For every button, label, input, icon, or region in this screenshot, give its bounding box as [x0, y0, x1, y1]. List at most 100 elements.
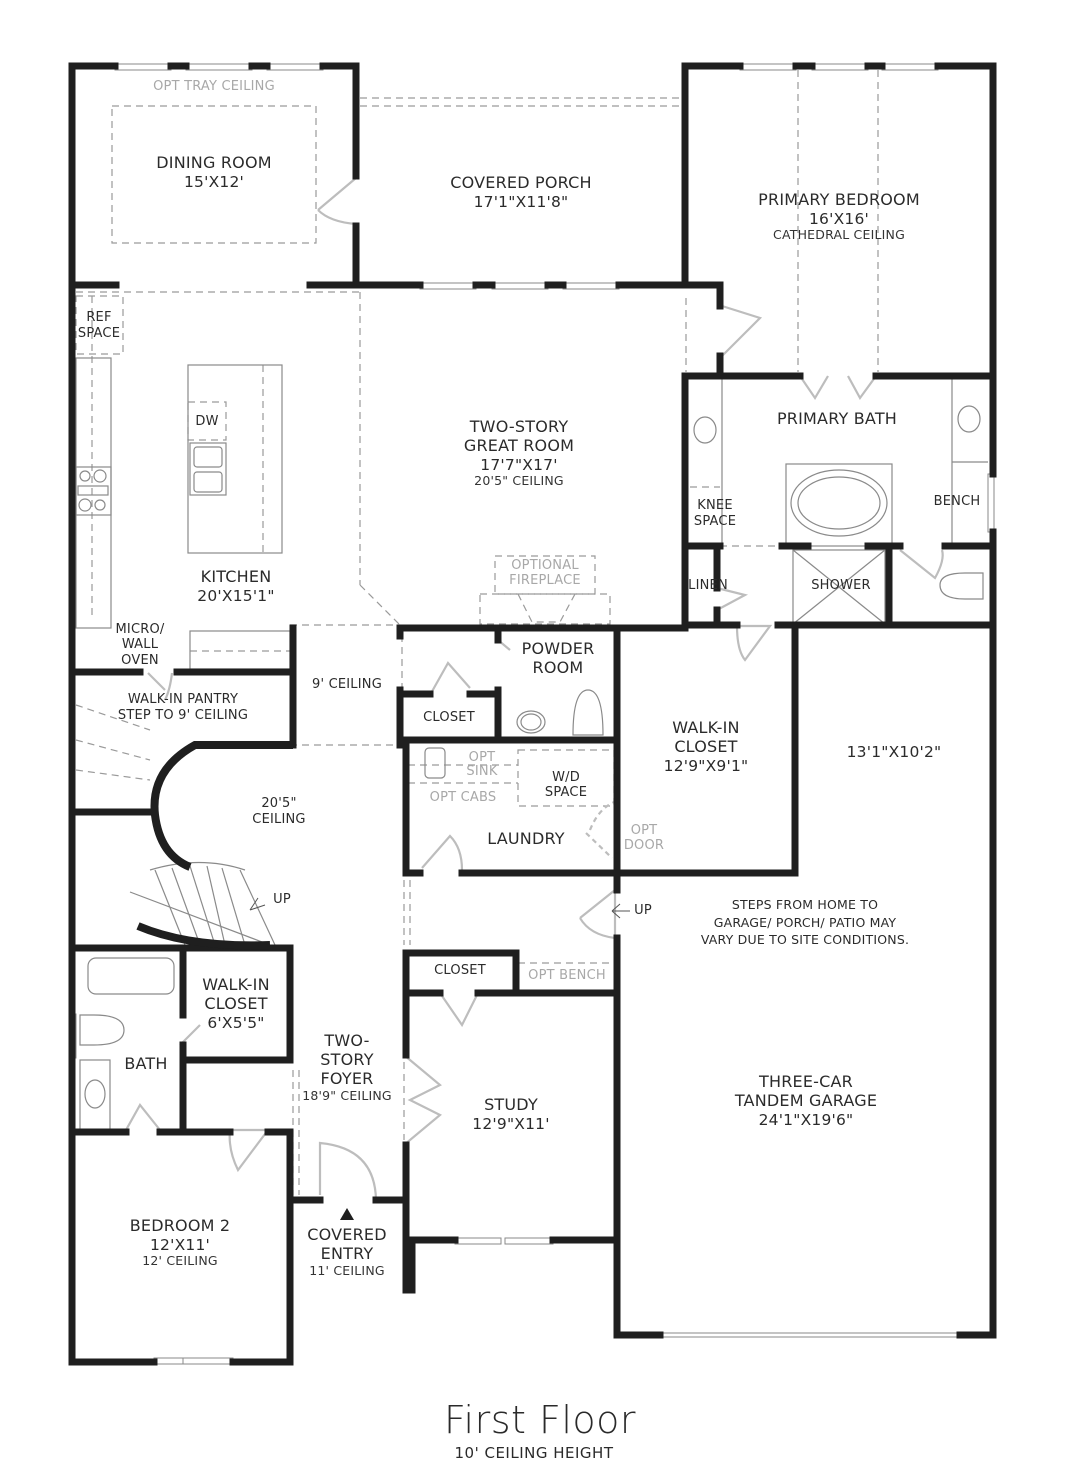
walkin-small-line2: CLOSET	[204, 993, 268, 1013]
room-garage: THREE-CAR TANDEM GARAGE 24'1"X19'6"	[734, 1072, 878, 1129]
opt-bench-label: OPT BENCH	[528, 968, 606, 983]
closet-powder-label: CLOSET	[423, 710, 475, 725]
room-ceiling: 11' CEILING	[309, 1262, 385, 1278]
knee-space-label: KNEE SPACE	[694, 498, 736, 529]
garage-line2: TANDEM GARAGE	[734, 1090, 878, 1110]
stair-up-label: UP	[273, 892, 291, 907]
opt-door-line1: OPT	[630, 823, 658, 838]
walkin-small-line1: WALK-IN	[202, 975, 270, 994]
dashed-lines	[75, 70, 879, 1195]
plan-title: First Floor	[443, 1398, 637, 1442]
ref-space-label: REF SPACE	[78, 310, 120, 341]
closet-hall-label: CLOSET	[434, 963, 486, 978]
walk-in-pantry-label: WALK-IN PANTRY STEP TO 9' CEILING	[118, 692, 248, 723]
dishwasher-label: DW	[195, 414, 219, 429]
room-ceiling: 12' CEILING	[142, 1253, 218, 1269]
room-powder: POWDER ROOM	[521, 639, 595, 678]
wd-line1: W/D	[552, 770, 580, 785]
fireplace-line1: OPTIONAL	[511, 558, 579, 573]
micro-wall-oven-label: MICRO/ WALL OVEN	[116, 622, 165, 668]
room-ceiling: 18'9" CEILING	[302, 1087, 392, 1103]
foyer-line2: STORY	[320, 1049, 374, 1069]
opt-door-line2: DOOR	[623, 837, 665, 853]
walkin-line2: CLOSET	[674, 736, 738, 756]
nine-ceiling-label: 9' CEILING	[312, 677, 382, 692]
bench-label: BENCH	[933, 494, 981, 509]
foyer-line3: FOYER	[320, 1068, 374, 1088]
room-dining: DINING ROOM 15'X12'	[156, 153, 272, 191]
fireplace-line2: FIREPLACE	[509, 572, 581, 588]
room-name: KITCHEN	[200, 567, 272, 586]
garage-line1: THREE-CAR	[759, 1072, 853, 1091]
room-great-room: TWO-STORY GREAT ROOM 17'7"X17' 20'5" CEI…	[463, 417, 575, 489]
room-size: 12'X11'	[150, 1235, 210, 1254]
room-study: STUDY 12'9"X11'	[472, 1095, 550, 1133]
opt-sink-label: OPT SINK	[466, 750, 498, 780]
note-line2: GARAGE/ PORCH/ PATIO MAY	[713, 914, 897, 930]
room-name-2: GREAT ROOM	[463, 435, 575, 455]
room-size: 17'7"X17'	[480, 455, 558, 474]
pantry-line2: STEP TO 9' CEILING	[117, 707, 249, 723]
entry-arrow-icon	[340, 1208, 354, 1220]
room-size: 20'X15'1"	[197, 586, 275, 605]
opt-cabs-label: OPT CABS	[429, 790, 497, 805]
knee-line1: KNEE	[697, 498, 733, 513]
stair-wall	[136, 741, 293, 950]
room-laundry: LAUNDRY	[487, 829, 565, 848]
room-name: DINING ROOM	[156, 153, 272, 172]
room-primary-bedroom: PRIMARY BEDROOM 16'X16' CATHEDRAL CEILIN…	[758, 190, 920, 243]
room-primary-bath: PRIMARY BATH	[776, 409, 898, 428]
room-kitchen: KITCHEN 20'X15'1"	[197, 567, 275, 605]
room-covered-entry: COVERED ENTRY 11' CEILING	[307, 1225, 387, 1279]
room-foyer: TWO- STORY FOYER 18'9" CEILING	[302, 1031, 392, 1103]
plan-subtitle: 10' CEILING HEIGHT	[454, 1444, 614, 1462]
garage-front-size: 13'1"X10'2"	[846, 743, 942, 761]
powder-line2: ROOM	[532, 657, 584, 677]
wd-line2: SPACE	[544, 784, 588, 800]
room-bath: BATH	[124, 1054, 168, 1073]
room-name: PRIMARY BEDROOM	[758, 190, 920, 209]
room-size: 16'X16'	[808, 209, 869, 228]
up-arrows	[249, 897, 630, 919]
micro-line1: MICRO/	[115, 622, 165, 637]
room-walk-in-closet-small: WALK-IN CLOSET 6'X5'5"	[202, 975, 270, 1032]
room-size: 17'1"X11'8"	[473, 192, 569, 211]
pantry-line1: WALK-IN PANTRY	[127, 692, 239, 707]
wd-space-label: W/D SPACE	[544, 770, 588, 801]
room-ceiling: 20'5" CEILING	[474, 473, 564, 489]
micro-line3: OVEN	[121, 652, 159, 668]
ref-line2: SPACE	[77, 325, 121, 341]
opt-sink-line1: OPT	[468, 750, 496, 765]
walkin-line1: WALK-IN	[672, 718, 740, 737]
garage-up-label: UP	[634, 903, 652, 918]
room-ceiling: CATHEDRAL CEILING	[773, 227, 905, 243]
opt-sink-line2: SINK	[466, 764, 498, 780]
room-name: COVERED PORCH	[450, 173, 592, 192]
dining-tray-note: OPT TRAY CEILING	[153, 79, 275, 94]
knee-line2: SPACE	[693, 513, 737, 529]
room-name-1: TWO-STORY	[469, 417, 569, 436]
room-size: 12'9"X9'1"	[663, 756, 749, 775]
optional-fireplace-label: OPTIONAL FIREPLACE	[509, 558, 581, 589]
ref-line1: REF	[86, 310, 112, 325]
room-size: 24'1"X19'6"	[758, 1110, 854, 1129]
garage-steps-note: STEPS FROM HOME TO GARAGE/ PORCH/ PATIO …	[701, 896, 909, 949]
note-line3: VARY DUE TO SITE CONDITIONS.	[700, 932, 910, 947]
room-name: BEDROOM 2	[129, 1216, 231, 1235]
powder-line1: POWDER	[521, 639, 595, 658]
walls	[68, 62, 997, 1366]
entry-line1: COVERED	[307, 1225, 387, 1244]
windows	[69, 63, 995, 1365]
entry-line2: ENTRY	[320, 1243, 374, 1263]
room-name: STUDY	[484, 1095, 538, 1114]
room-size: 12'9"X11'	[472, 1114, 550, 1133]
room-size: 6'X5'5"	[207, 1013, 265, 1032]
stair-ceiling-label: 20'5" CEILING	[252, 796, 305, 827]
room-walk-in-closet-primary: WALK-IN CLOSET 12'9"X9'1"	[663, 718, 749, 775]
room-bedroom-2: BEDROOM 2 12'X11' 12' CEILING	[129, 1216, 231, 1269]
stair-ceiling-line2: CEILING	[252, 811, 306, 827]
micro-line2: WALL	[121, 637, 159, 653]
foyer-line1: TWO-	[324, 1031, 370, 1050]
shower-label: SHOWER	[811, 578, 871, 593]
